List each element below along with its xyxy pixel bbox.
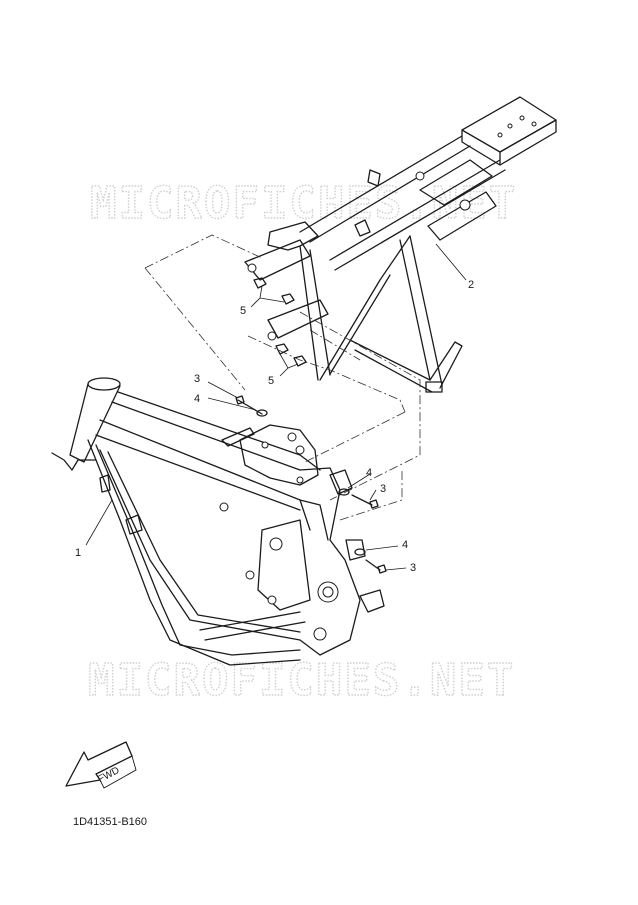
fasteners	[235, 277, 387, 574]
main-frame	[51, 377, 385, 666]
assembly-lines	[144, 234, 421, 521]
callout-5-lower: 5	[268, 375, 274, 387]
callout-3-right-lower: 3	[410, 562, 416, 574]
callout-4-right-upper: 4	[366, 467, 372, 479]
nut-upper	[253, 277, 307, 367]
callout-3-left: 3	[194, 373, 200, 385]
callout-5-upper: 5	[240, 305, 246, 317]
watermark-bottom: MICROFICHES.NET	[88, 655, 515, 706]
rear-frame	[244, 96, 557, 393]
bolt-washer-right-lower	[354, 548, 387, 574]
watermark-top: MICROFICHES.NET	[90, 178, 517, 229]
leader-lines	[85, 243, 467, 571]
fwd-arrow-icon: FWD	[65, 741, 137, 789]
callout-4-left: 4	[194, 393, 200, 405]
fwd-label: FWD	[96, 765, 121, 785]
callout-1: 1	[75, 547, 81, 559]
callout-2: 2	[468, 279, 474, 291]
diagram-code: 1D41351-B160	[73, 816, 148, 828]
callout-4-right-lower: 4	[402, 539, 408, 551]
callout-3-right-upper: 3	[380, 483, 386, 495]
bolt-washer-left	[235, 395, 268, 417]
bolt-washer-right-upper	[338, 488, 379, 509]
